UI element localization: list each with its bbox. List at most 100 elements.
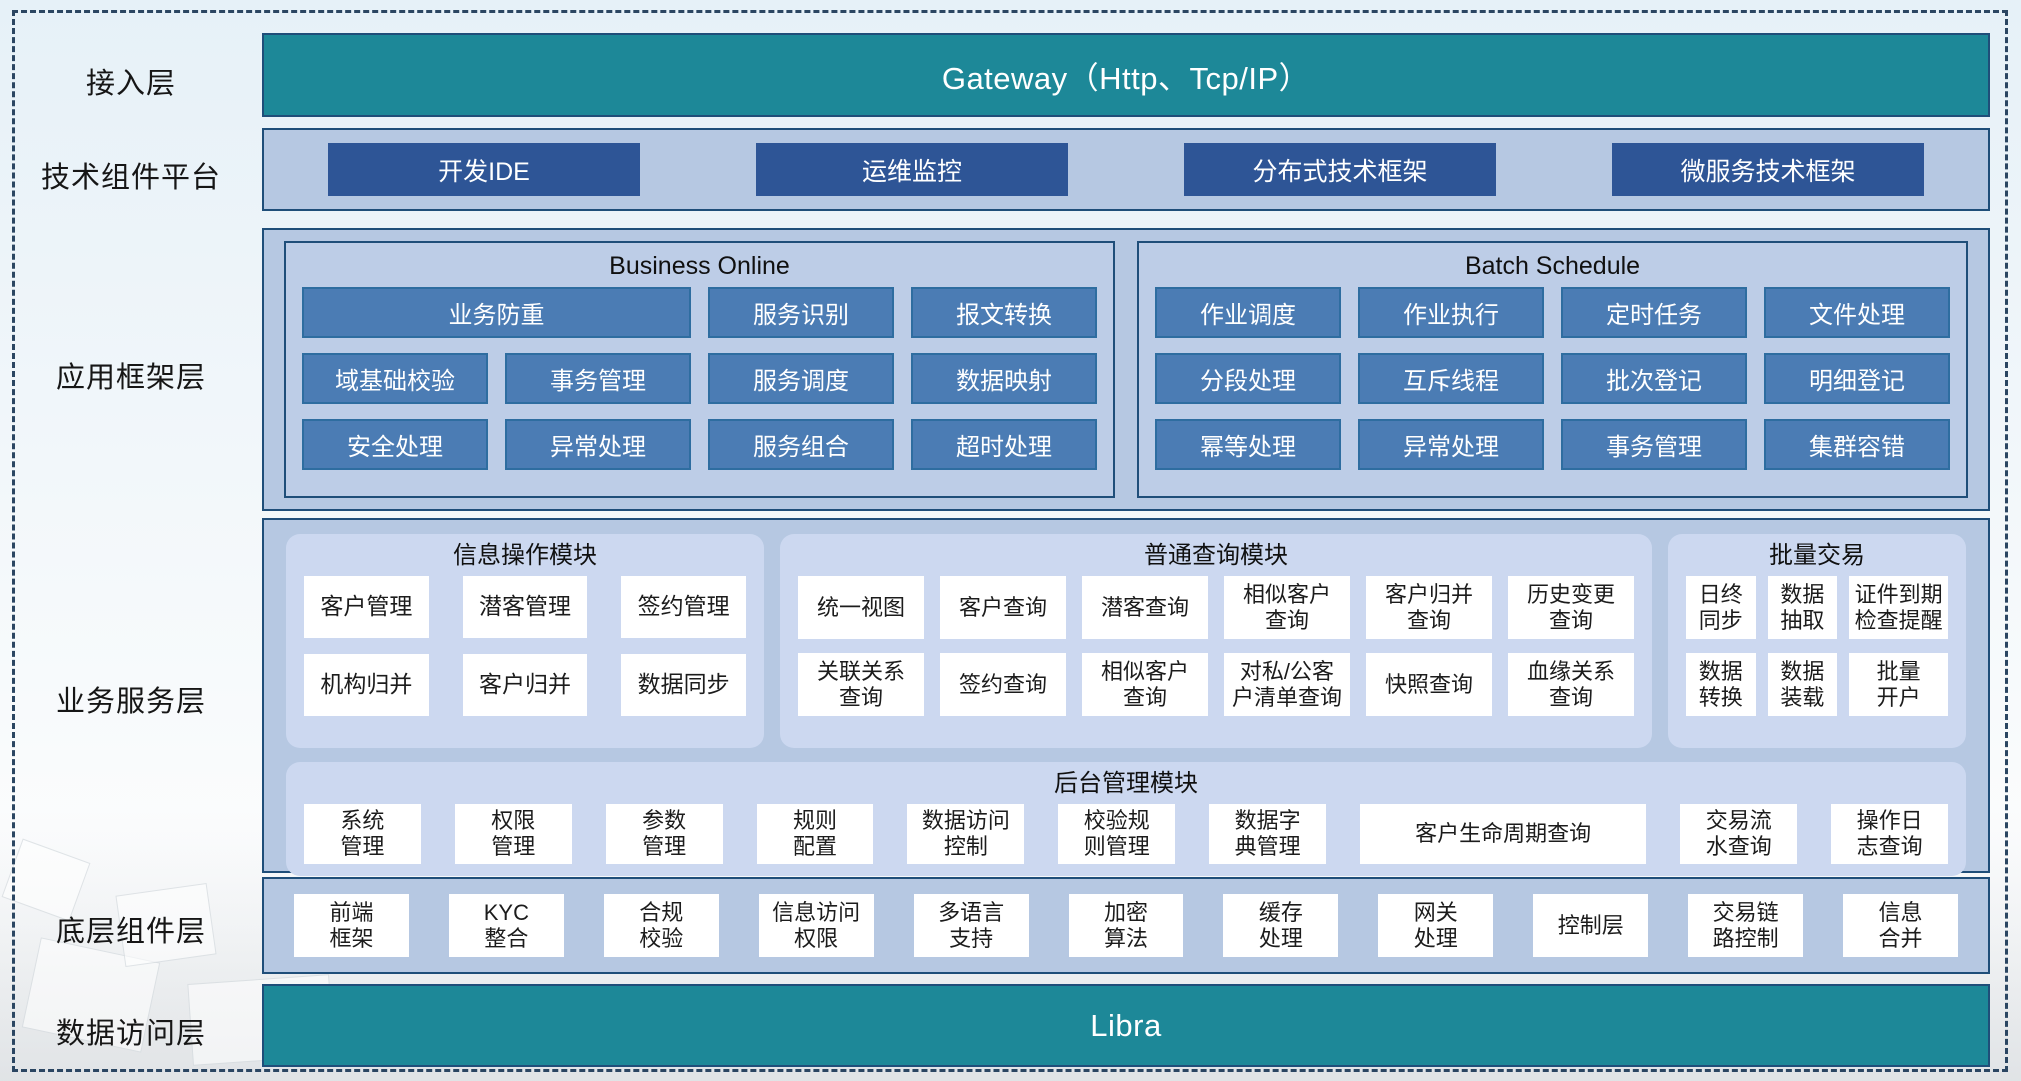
business-service-panel: 信息操作模块 客户管理 潜客管理 签约管理 机构归并 客户归并 数据同步 普通查… <box>262 518 1990 876</box>
layer-label-app-framework: 应用框架层 <box>55 362 206 394</box>
admin-grid: 系统 管理 权限 管理 参数 管理 规则 配置 数据访问 控制 校验规 则管理 … <box>304 804 1949 864</box>
tech-component-box: 开发IDE <box>328 143 640 196</box>
component-box: 交易链 路控制 <box>1688 894 1804 957</box>
framework-box: 明细登记 <box>1764 353 1950 404</box>
framework-box: 互斥线程 <box>1358 353 1544 404</box>
service-box: 校验规 则管理 <box>1058 804 1176 864</box>
layer-label-data-access: 数据访问层 <box>55 1018 206 1050</box>
service-box: 交易流 水查询 <box>1680 804 1798 864</box>
service-box: 统一视图 <box>798 576 924 639</box>
app-framework-panel: Business Online 业务防重 服务识别 报文转换 域基础校验 事务管… <box>262 228 1990 511</box>
batch-schedule-panel: Batch Schedule 作业调度 作业执行 定时任务 文件处理 分段处理 … <box>1137 241 1968 498</box>
component-box: 前端 框架 <box>294 894 409 957</box>
tech-platform-panel: 开发IDE 运维监控 分布式技术框架 微服务技术框架 <box>262 128 1990 211</box>
admin-panel: 后台管理模块 系统 管理 权限 管理 参数 管理 规则 配置 数据访问 控制 校… <box>286 762 1966 876</box>
query-panel: 普通查询模块 统一视图 客户查询 潜客查询 相似客户 查询 客户归并 查询 历史… <box>780 534 1652 748</box>
business-online-grid: 业务防重 服务识别 报文转换 域基础校验 事务管理 服务调度 数据映射 安全处理… <box>302 287 1097 470</box>
panel-title: 后台管理模块 <box>1054 770 1198 797</box>
framework-box: 分段处理 <box>1155 353 1341 404</box>
component-box: 加密 算法 <box>1068 894 1184 957</box>
service-box: 相似客户 查询 <box>1082 653 1208 716</box>
business-online-panel: Business Online 业务防重 服务识别 报文转换 域基础校验 事务管… <box>284 241 1115 498</box>
service-box: 数据字 典管理 <box>1209 804 1327 864</box>
framework-box: 报文转换 <box>911 287 1097 338</box>
panel-title: Business Online <box>609 252 790 280</box>
component-box: 信息 合并 <box>1843 894 1958 957</box>
info-ops-grid: 客户管理 潜客管理 签约管理 机构归并 客户归并 数据同步 <box>304 576 746 716</box>
framework-box: 服务调度 <box>708 353 894 404</box>
layer-label-tech-platform: 技术组件平台 <box>40 162 221 194</box>
service-box: 签约查询 <box>940 653 1066 716</box>
service-box: 批量 开户 <box>1849 653 1948 716</box>
base-components-panel: 前端 框架 KYC 整合 合规 校验 信息访问 权限 多语言 支持 加密 算法 … <box>262 877 1990 974</box>
framework-box: 安全处理 <box>302 419 488 470</box>
tech-component-box: 运维监控 <box>756 143 1068 196</box>
layer-label-access: 接入层 <box>85 68 176 100</box>
framework-box: 数据映射 <box>911 353 1097 404</box>
framework-box: 幂等处理 <box>1155 419 1341 470</box>
framework-box: 文件处理 <box>1764 287 1950 338</box>
service-box: 客户归并 <box>462 654 588 716</box>
service-box: 关联关系 查询 <box>798 653 924 716</box>
framework-box: 集群容错 <box>1764 419 1950 470</box>
component-box: 缓存 处理 <box>1223 894 1339 957</box>
service-box: 数据访问 控制 <box>907 804 1025 864</box>
batch-schedule-grid: 作业调度 作业执行 定时任务 文件处理 分段处理 互斥线程 批次登记 明细登记 … <box>1155 287 1950 470</box>
component-box: KYC 整合 <box>448 894 564 957</box>
layer-label-base-components: 底层组件层 <box>55 916 206 948</box>
component-box: 多语言 支持 <box>913 894 1029 957</box>
framework-box: 异常处理 <box>505 419 691 470</box>
service-box: 相似客户 查询 <box>1224 576 1350 639</box>
service-box: 数据同步 <box>621 654 746 716</box>
libra-bar: Libra <box>262 984 1990 1067</box>
framework-box: 业务防重 <box>302 287 691 338</box>
service-box: 参数 管理 <box>605 804 723 864</box>
service-box: 血缘关系 查询 <box>1508 653 1634 716</box>
service-box: 历史变更 查询 <box>1508 576 1634 639</box>
service-box: 对私/公客 户清单查询 <box>1224 653 1350 716</box>
framework-box: 作业调度 <box>1155 287 1341 338</box>
service-box: 签约管理 <box>621 576 746 638</box>
service-box: 机构归并 <box>304 654 429 716</box>
service-modules-row: 信息操作模块 客户管理 潜客管理 签约管理 机构归并 客户归并 数据同步 普通查… <box>286 534 1966 748</box>
batch-trade-grid: 日终 同步 数据 抽取 证件到期 检查提醒 数据 转换 数据 装载 批量 开户 <box>1686 576 1948 716</box>
component-box: 合规 校验 <box>603 894 719 957</box>
framework-box: 定时任务 <box>1561 287 1747 338</box>
service-box: 潜客管理 <box>462 576 588 638</box>
service-box: 客户查询 <box>940 576 1066 639</box>
service-box: 潜客查询 <box>1082 576 1208 639</box>
framework-box: 超时处理 <box>911 419 1097 470</box>
info-ops-panel: 信息操作模块 客户管理 潜客管理 签约管理 机构归并 客户归并 数据同步 <box>286 534 764 748</box>
framework-box: 异常处理 <box>1358 419 1544 470</box>
service-box: 日终 同步 <box>1686 576 1756 639</box>
service-box: 权限 管理 <box>454 804 572 864</box>
framework-box: 作业执行 <box>1358 287 1544 338</box>
service-box: 客户归并 查询 <box>1366 576 1492 639</box>
tech-component-box: 微服务技术框架 <box>1612 143 1924 196</box>
service-box: 数据 转换 <box>1686 653 1756 716</box>
framework-box: 服务组合 <box>708 419 894 470</box>
panel-title: 信息操作模块 <box>453 542 597 569</box>
framework-box: 域基础校验 <box>302 353 488 404</box>
component-box: 控制层 <box>1533 894 1649 957</box>
gateway-bar: Gateway（Http、Tcp/IP） <box>262 33 1990 117</box>
framework-box: 批次登记 <box>1561 353 1747 404</box>
service-box: 数据 抽取 <box>1767 576 1838 639</box>
panel-title: 普通查询模块 <box>1144 542 1288 569</box>
service-box: 客户生命周期查询 <box>1360 804 1647 864</box>
service-box: 证件到期 检查提醒 <box>1849 576 1948 639</box>
service-box: 系统 管理 <box>304 804 421 864</box>
service-box: 客户管理 <box>304 576 429 638</box>
service-box: 操作日 志查询 <box>1831 804 1949 864</box>
service-box: 数据 装载 <box>1767 653 1838 716</box>
framework-box: 事务管理 <box>505 353 691 404</box>
batch-trade-panel: 批量交易 日终 同步 数据 抽取 证件到期 检查提醒 数据 转换 数据 装载 批… <box>1668 534 1966 748</box>
framework-box: 服务识别 <box>708 287 894 338</box>
component-box: 信息访问 权限 <box>758 894 874 957</box>
layer-label-business-service: 业务服务层 <box>55 686 206 718</box>
tech-component-box: 分布式技术框架 <box>1184 143 1496 196</box>
panel-title: Batch Schedule <box>1464 252 1641 280</box>
query-grid: 统一视图 客户查询 潜客查询 相似客户 查询 客户归并 查询 历史变更 查询 关… <box>798 576 1634 716</box>
component-box: 网关 处理 <box>1378 894 1494 957</box>
